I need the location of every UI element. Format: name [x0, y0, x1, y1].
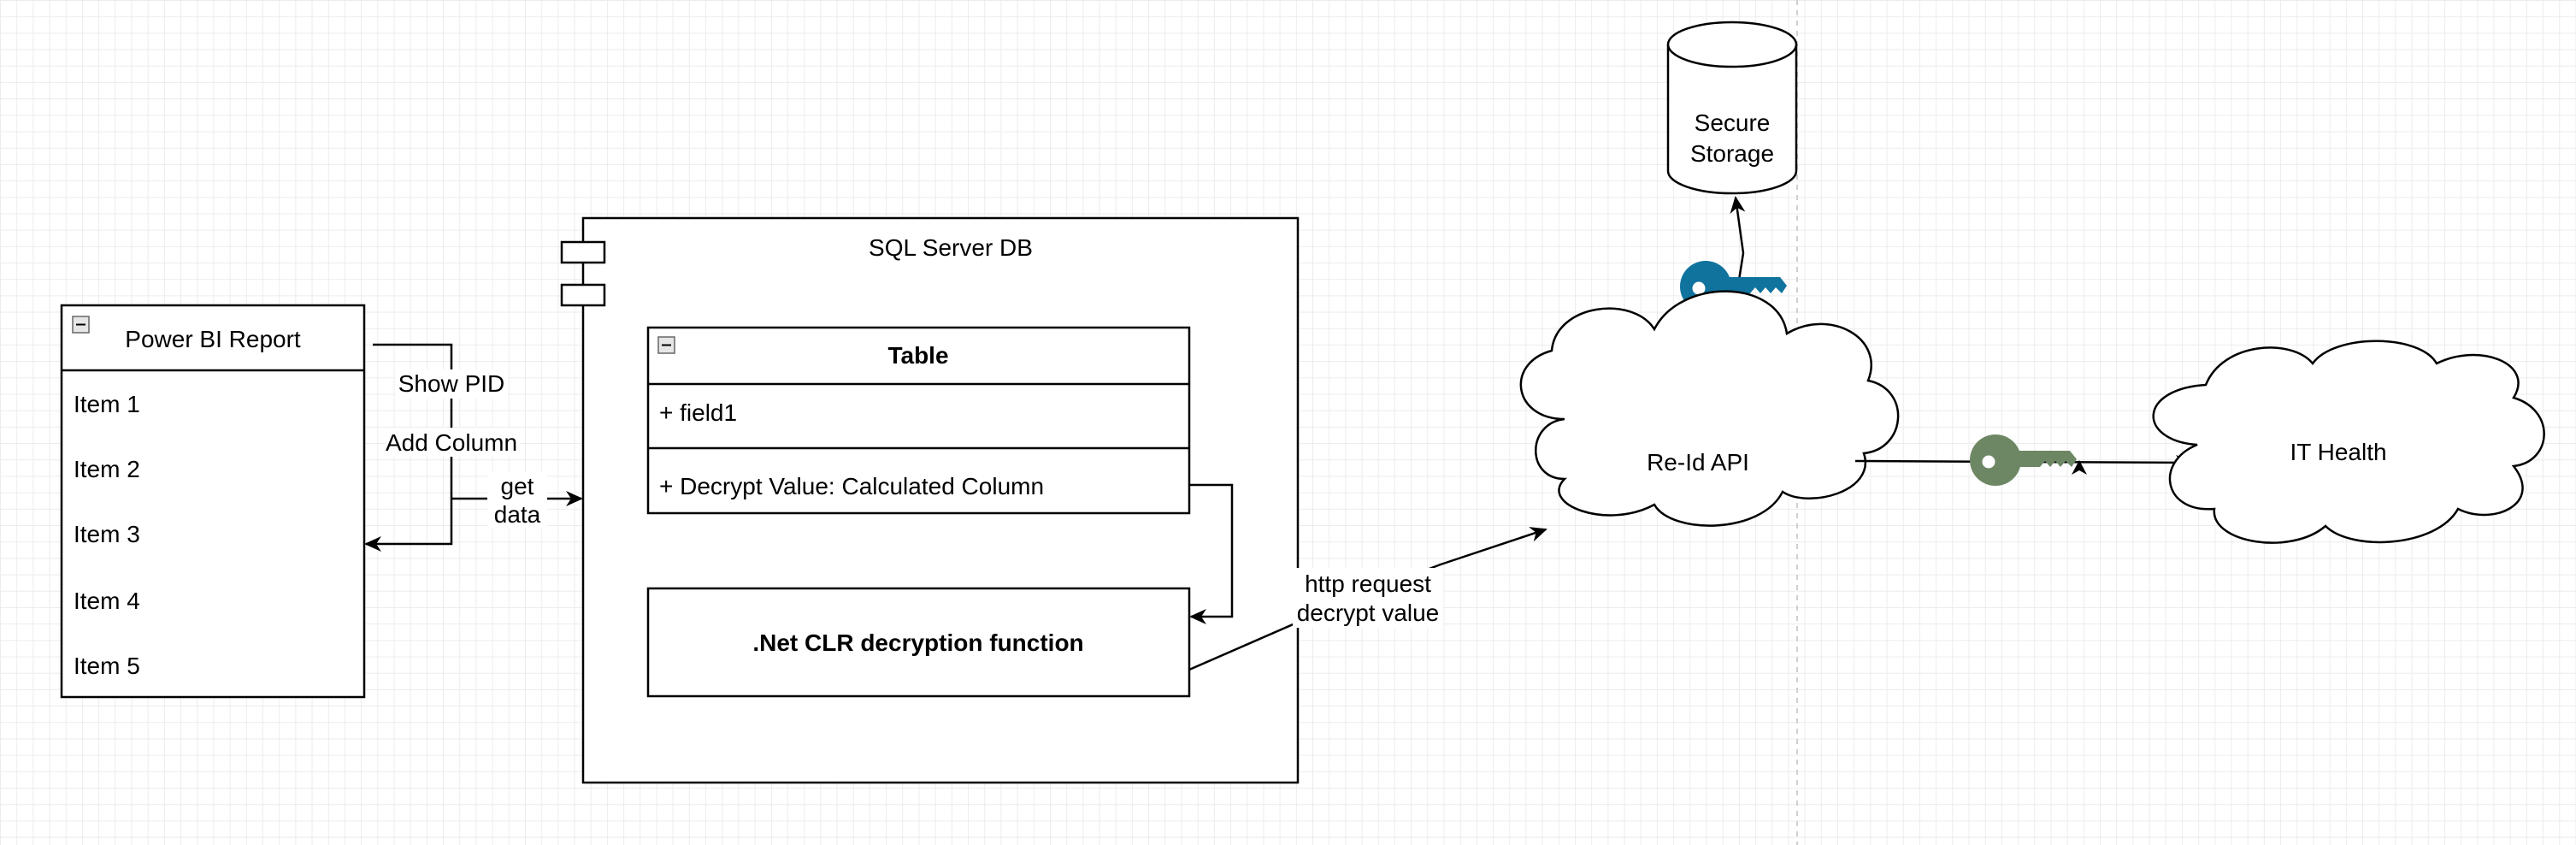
http-label-line2: decrypt value: [1297, 600, 1440, 626]
get-data-connector[interactable]: get data: [451, 472, 583, 529]
arrowhead-mark: [2072, 460, 2087, 475]
secure-storage-label-line2: Storage: [1690, 140, 1774, 167]
reid-api-cloud[interactable]: Re-Id API: [1519, 290, 1900, 527]
add-column-label: Add Column: [386, 429, 517, 456]
it-health-label: IT Health: [2290, 439, 2386, 465]
table-title: Table: [887, 342, 948, 369]
show-pid-connector[interactable]: Show PID Add Column: [364, 343, 520, 552]
power-bi-title: Power BI Report: [125, 326, 301, 352]
secure-storage-database[interactable]: Secure Storage: [1666, 21, 1798, 195]
table-field: + field1: [659, 399, 737, 426]
show-pid-label: Show PID: [398, 370, 505, 397]
list-item[interactable]: Item 4: [74, 588, 140, 614]
table-method: + Decrypt Value: Calculated Column: [659, 473, 1044, 499]
clr-function-label: .Net CLR decryption function: [752, 629, 1083, 656]
list-item[interactable]: Item 1: [74, 391, 140, 417]
clr-function-box[interactable]: .Net CLR decryption function: [646, 587, 1191, 698]
list-item[interactable]: Item 3: [74, 521, 140, 547]
table-class-box[interactable]: Table + field1 + Decrypt Value: Calculat…: [646, 326, 1191, 515]
list-item[interactable]: Item 5: [74, 653, 140, 679]
method-to-clr-connector[interactable]: [1189, 483, 1234, 624]
it-health-cloud[interactable]: IT Health: [2152, 340, 2545, 544]
uml-component-icon: [560, 240, 606, 307]
reid-api-label: Re-Id API: [1647, 449, 1749, 476]
key-icon: [1970, 434, 2077, 486]
sql-server-title: SQL Server DB: [869, 234, 1033, 261]
get-data-label-line1: get: [501, 473, 534, 499]
list-item[interactable]: Item 2: [74, 456, 140, 482]
collapse-minus-icon[interactable]: [657, 336, 675, 354]
http-label-line1: http request: [1305, 570, 1431, 597]
http-request-connector[interactable]: http request decrypt value: [1188, 527, 1547, 671]
get-data-label-line2: data: [494, 501, 541, 528]
power-bi-report-list[interactable]: Power BI Report Item 1 Item 2 Item 3 Ite…: [60, 304, 366, 699]
collapse-minus-icon[interactable]: [72, 316, 90, 334]
secure-storage-label-line1: Secure: [1695, 109, 1771, 136]
